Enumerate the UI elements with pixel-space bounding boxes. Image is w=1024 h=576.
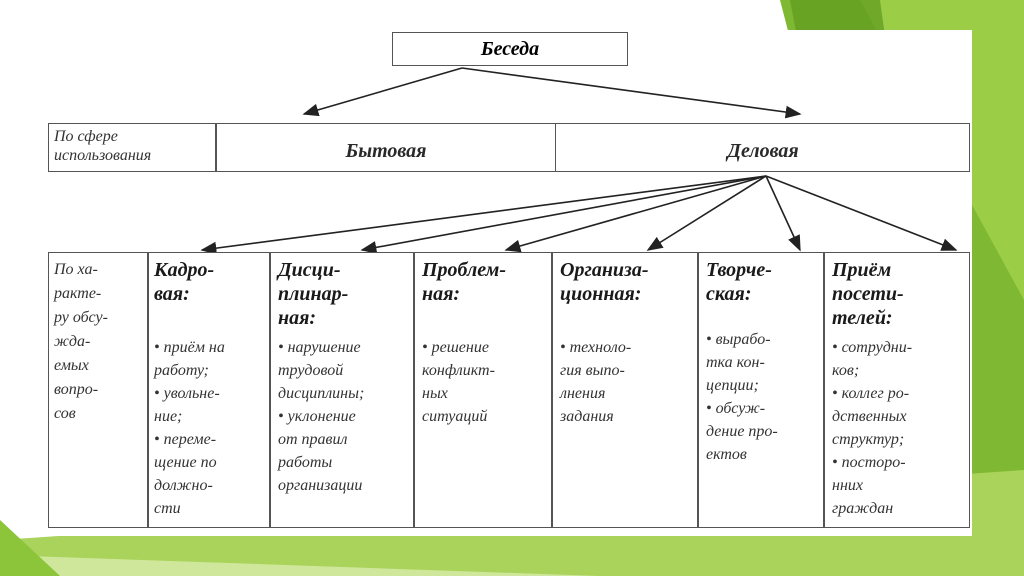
arrow-to-problemnaya — [504, 175, 767, 253]
arrow-to-delovaya — [461, 67, 802, 119]
col-cell-3 — [414, 252, 552, 528]
sphere-label-cell — [48, 123, 216, 172]
arrow-to-kadrovaya — [200, 175, 767, 255]
column-items: • вырабо-тка кон- цепции;• обсуж- дение … — [706, 331, 778, 463]
diagram-card: Беседа По сфере использования Бытовая Де… — [44, 30, 972, 536]
col-cell-6 — [824, 252, 970, 528]
character-label-cell — [48, 252, 148, 528]
root-node: Беседа — [392, 32, 628, 66]
arrow-to-tvorcheskaya — [765, 175, 801, 252]
col-cell-1 — [148, 252, 270, 528]
bytovaya-cell — [216, 123, 556, 172]
arrow-to-organizacionnaya — [646, 175, 767, 251]
sphere-label: По сфере использования — [54, 128, 152, 164]
character-label: По ха- ракте- ру обсу- жда- емых вопро- … — [54, 261, 108, 422]
column-title: Проблем-ная: — [422, 259, 507, 305]
type-bytovaya: Бытовая — [345, 140, 427, 162]
column-organizacionnaya: Организа-ционная: • техноло-гия выпо- лн… — [560, 258, 698, 428]
arrow-to-disciplinarnaya — [360, 175, 767, 254]
col-cell-2 — [270, 252, 414, 528]
col-cell-5 — [698, 252, 824, 528]
column-tvorcheskaya: Творче-ская: • вырабо-тка кон- цепции;• … — [706, 258, 824, 466]
column-title: Организа-ционная: — [560, 259, 649, 305]
column-items: • сотрудни-ков; • коллег ро-дственных ст… — [832, 339, 913, 517]
column-title: Дисци-плинар-ная: — [278, 259, 349, 329]
diagram-arrows — [200, 67, 958, 255]
column-title: Творче-ская: — [706, 259, 772, 305]
column-title: Кадро-вая: — [154, 259, 215, 305]
col-cell-4 — [552, 252, 698, 528]
type-delovaya: Деловая — [727, 140, 799, 162]
arrow-to-priem — [765, 175, 958, 251]
arrow-to-bytovaya — [302, 67, 463, 117]
